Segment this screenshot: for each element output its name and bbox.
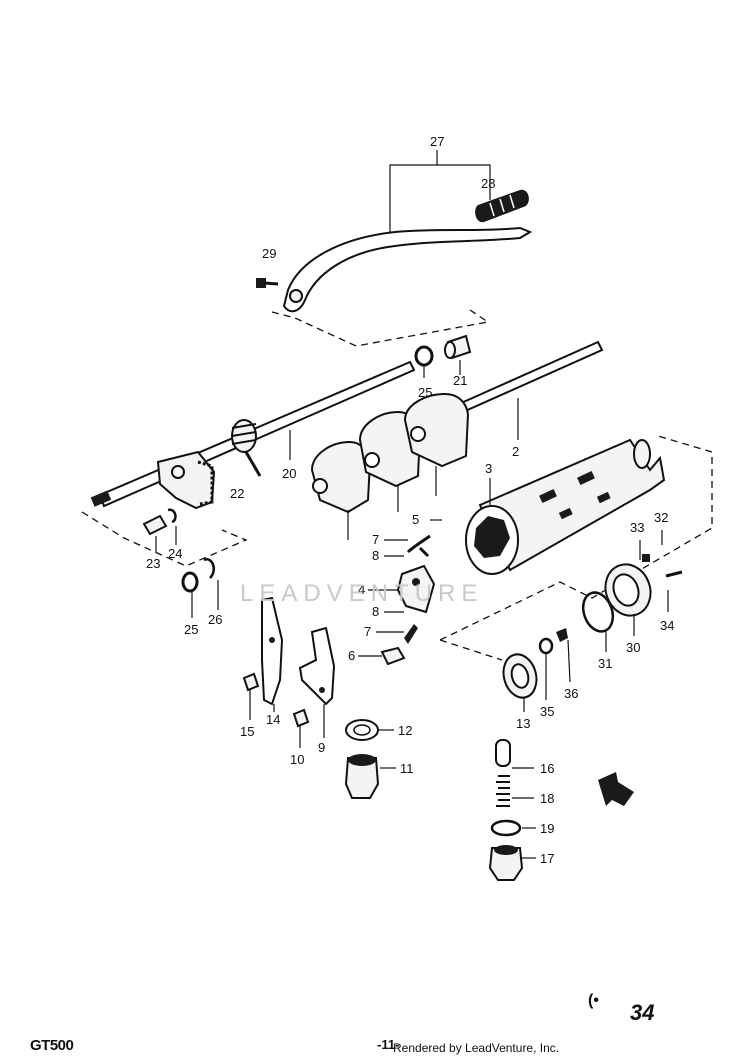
cam-guide-30 <box>604 563 652 617</box>
plate-mark: (• <box>588 992 599 1009</box>
part-label: 25 <box>184 622 198 637</box>
part-label: 23 <box>146 556 160 571</box>
part-label: 33 <box>630 520 644 535</box>
part-label: 7 <box>364 624 371 639</box>
shift-plates <box>242 596 336 748</box>
stopper-parts <box>488 739 536 881</box>
cam-oil-seal-13 <box>502 653 538 699</box>
part-label: 4 <box>358 582 365 597</box>
part-label: 15 <box>240 724 254 739</box>
part-label: 26 <box>208 612 222 627</box>
part-label: 8 <box>372 604 379 619</box>
shaft-small-parts <box>81 508 248 618</box>
part-label: 10 <box>290 752 304 767</box>
part-label: 20 <box>282 466 296 481</box>
shift-lever-rubber <box>475 189 529 223</box>
model-name: GT500 <box>30 1037 74 1054</box>
part-label: 11 <box>400 761 414 776</box>
part-label: 12 <box>398 723 412 738</box>
part-label: 24 <box>168 546 182 561</box>
part-label: 13 <box>516 716 530 731</box>
gear-shift-forks <box>310 392 470 540</box>
watermark: LEADVENTURE <box>240 580 484 607</box>
part-label: 31 <box>598 656 612 671</box>
part-label: 17 <box>540 851 554 866</box>
part-label: 29 <box>262 246 276 261</box>
gear-shift-cam <box>465 438 666 575</box>
part-number-labels: 27 28 29 25 21 2 20 22 3 23 24 5 7 8 4 8… <box>146 134 674 866</box>
part-label: 3 <box>485 461 492 476</box>
shaft-return-spring <box>231 419 262 477</box>
part-label: 8 <box>372 548 379 563</box>
part-label: 32 <box>654 510 668 525</box>
roller-21 <box>444 334 472 375</box>
gear-shift-fork-shaft <box>448 340 604 440</box>
part-label: 2 <box>512 444 519 459</box>
part-label: 7 <box>372 532 379 547</box>
part-label: 6 <box>348 648 355 663</box>
plate-number: 34 <box>630 1000 655 1025</box>
part-label: 9 <box>318 740 325 755</box>
neutral-parts <box>344 719 396 799</box>
part-label: 14 <box>266 712 280 727</box>
part-label: 25 <box>418 385 432 400</box>
part-label: 27 <box>430 134 444 149</box>
part-label: 30 <box>626 640 640 655</box>
front-arrow-icon <box>598 772 634 806</box>
part-label: 21 <box>453 373 467 388</box>
part-label: 16 <box>540 761 554 776</box>
part-label: 18 <box>540 791 554 806</box>
part-label: 35 <box>540 704 554 719</box>
circlip-top <box>414 345 434 378</box>
page-number: -11- <box>377 1037 400 1052</box>
part-label: 19 <box>540 821 554 836</box>
shift-lever-group <box>256 150 533 347</box>
part-label: 22 <box>230 486 244 501</box>
part-label: 34 <box>660 618 674 633</box>
part-label: 28 <box>481 176 495 191</box>
part-label: 5 <box>412 512 419 527</box>
cam-end-parts <box>439 435 713 712</box>
part-label: 36 <box>564 686 578 701</box>
credit-text: Rendered by LeadVenture, Inc. <box>393 1041 560 1055</box>
gear-shift-shaft <box>90 360 416 510</box>
cam-stopper-assembly <box>358 519 442 666</box>
lever-bolt <box>256 278 279 288</box>
